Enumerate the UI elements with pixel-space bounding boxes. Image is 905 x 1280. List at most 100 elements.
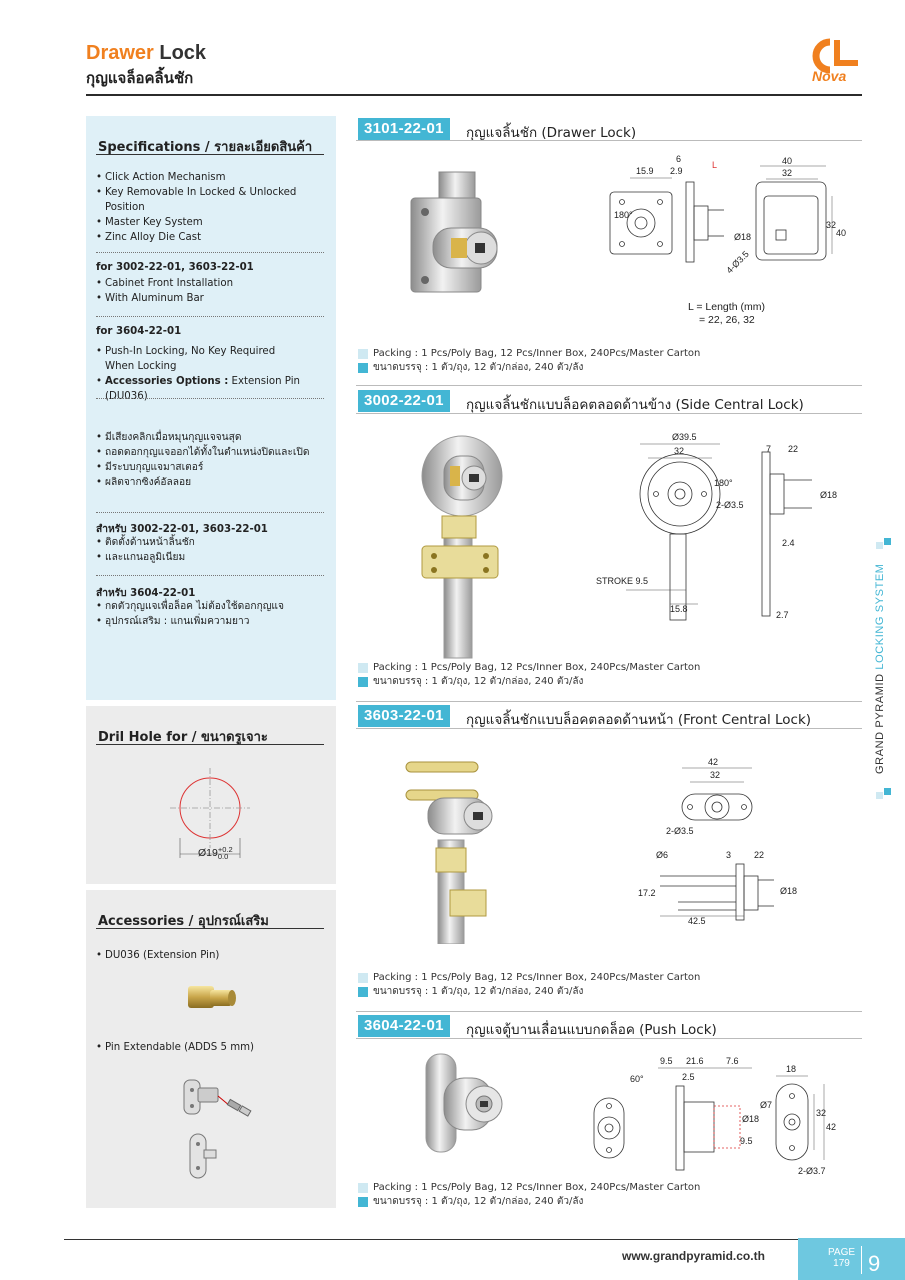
dim-3604-18: 18: [786, 1064, 796, 1074]
side-label-part1: GRAND PYRAMID: [874, 673, 886, 774]
page-separator: [861, 1246, 862, 1274]
spec-for2-item1b: When Locking: [105, 361, 177, 372]
dim-3101-4d3.5: 4-Ø3.5: [724, 249, 751, 276]
list-item: อุปกรณ์เสริม : แกนเพิ่มความยาว: [96, 614, 328, 629]
spec-for2-item1a: Push-In Locking, No Key Required: [105, 346, 276, 357]
packing-en: Packing : 1 Pcs/Poly Bag, 12 Pcs/Inner B…: [373, 348, 701, 359]
page-label-text: PAGE: [828, 1247, 856, 1258]
packing-bullet-light: [358, 663, 368, 673]
dim-3101-40-side: 40: [836, 228, 846, 238]
dim-3603-42.5: 42.5: [688, 916, 706, 926]
header-rule: [86, 94, 862, 96]
dotted-divider: [96, 252, 324, 253]
spec-for2-item2-value: Extension Pin (DU036): [105, 376, 301, 402]
specifications-title-rule: [96, 154, 324, 155]
dim-3604-9.5-top: 9.5: [660, 1056, 673, 1066]
dim-3101-2.9: 2.9: [670, 166, 683, 176]
page-label: PAGE 179: [828, 1247, 855, 1269]
dim-3604-21.6: 21.6: [686, 1056, 704, 1066]
side-squares-top-icon: [876, 538, 891, 549]
list-item: และแกนอลูมิเนียม: [96, 550, 328, 565]
drill-tol-zero: 0.0: [217, 852, 229, 861]
dim-3604-32: 32: [816, 1108, 826, 1118]
dim-3603-32: 32: [710, 770, 720, 780]
packing-en: Packing : 1 Pcs/Poly Bag, 12 Pcs/Inner B…: [373, 1182, 701, 1193]
drill-hole-icon: [170, 768, 250, 858]
page-ref: 179: [833, 1258, 850, 1269]
side-squares-bottom-icon: [876, 788, 891, 799]
list-item: มีระบบกุญแจมาสเตอร์: [96, 460, 328, 475]
section-rule: [356, 140, 862, 141]
list-item: ผลิตจากซิงค์อัลลอย: [96, 475, 328, 490]
length-note: L = Length (mm) = 22, 26, 32: [688, 301, 765, 327]
packing-th: ขนาดบรรจุ : 1 ตัว/ถุง, 12 ตัว/กล่อง, 240…: [373, 986, 584, 997]
specifications-panel: Specifications / รายละเอียดสินค้า Click …: [86, 116, 336, 700]
packing-3002: Packing : 1 Pcs/Poly Bag, 12 Pcs/Inner B…: [358, 661, 700, 689]
list-item: Cabinet Front Installation: [96, 276, 328, 291]
page-number: 9: [868, 1251, 881, 1276]
section-rule: [356, 1038, 862, 1039]
side-label-part2: LOCKING SYSTEM: [874, 563, 886, 674]
product-code-3002: 3002-22-01: [358, 390, 450, 412]
nova-logo-icon: [812, 38, 858, 74]
list-item: มีเสียงคลิกเมื่อหมุนกุญแจจนสุด: [96, 430, 328, 445]
dim-3603-17.2: 17.2: [638, 888, 656, 898]
packing-th: ขนาดบรรจุ : 1 ตัว/ถุง, 12 ตัว/กล่อง, 240…: [373, 1196, 584, 1207]
dim-3002-2.7: 2.7: [776, 610, 789, 620]
dim-3002-32: 32: [674, 446, 684, 456]
dim-3101-L: L: [712, 160, 717, 170]
section-rule: [356, 701, 862, 702]
list-item: Key Removable In Locked & Unlocked Posit…: [96, 185, 328, 215]
dim-3604-2.5: 2.5: [682, 1072, 695, 1082]
packing-bullet-dark: [358, 677, 368, 687]
section-rule: [356, 385, 862, 386]
dim-3604-d18: Ø18: [742, 1114, 759, 1124]
dim-3603-d18: Ø18: [780, 886, 797, 896]
packing-bullet-dark: [358, 987, 368, 997]
length-note-1: L = Length (mm): [688, 301, 765, 313]
dim-3101-180: 180°: [614, 210, 633, 220]
length-note-2: = 22, 26, 32: [699, 314, 755, 326]
dim-3002-180: 180°: [714, 478, 733, 488]
dim-3101-40-top: 40: [782, 156, 792, 166]
drawer-lock-drawing: 15.9 6 2.9 L 180° Ø18 4-Ø3.5 40 32 32 40: [609, 154, 846, 276]
dim-3604-42: 42: [826, 1122, 836, 1132]
dim-3002-2.4: 2.4: [782, 538, 795, 548]
spec-thai-for1-list: ติดตั้งด้านหน้าลิ้นชัก และแกนอลูมิเนียม: [96, 535, 328, 565]
dim-3002-7: 7: [766, 444, 771, 454]
footer-rule: [64, 1239, 798, 1240]
dim-3603-22: 22: [754, 850, 764, 860]
product-name-3002: กุญแจลิ้นชักแบบล็อคตลอดด้านข้าง (Side Ce…: [466, 397, 804, 413]
dim-3603-3: 3: [726, 850, 731, 860]
list-item: ถอดดอกกุญแจออกได้ทั้งในตำแหน่งปิดและเปิด: [96, 445, 328, 460]
product-name-3604: กุญแจตู้บานเลื่อนแบบกดล็อค (Push Lock): [466, 1022, 717, 1038]
page-title: Drawer Lock: [86, 42, 206, 65]
accessory-list-2: Pin Extendable (ADDS 5 mm): [96, 1040, 328, 1055]
dim-3002-22: 22: [788, 444, 798, 454]
list-item: ติดตั้งด้านหน้าลิ้นชัก: [96, 535, 328, 550]
product-name-3101: กุญแจลิ้นชัก (Drawer Lock): [466, 125, 637, 141]
accessories-title: Accessories / อุปกรณ์เสริม: [98, 914, 269, 929]
drill-dim-value: Ø19: [198, 846, 218, 859]
packing-bullet-dark: [358, 363, 368, 373]
dotted-divider: [96, 512, 324, 513]
dotted-divider: [96, 575, 324, 576]
dim-3603-d6: Ø6: [656, 850, 668, 860]
dim-3604-2d3.7: 2-Ø3.7: [798, 1166, 826, 1176]
spec-for2-title: for 3604-22-01: [96, 326, 182, 337]
dim-3002-d18: Ø18: [820, 490, 837, 500]
section-rule: [356, 728, 862, 729]
list-item: Accessories Options : Extension Pin (DU0…: [96, 374, 328, 404]
extension-pin-image: [188, 986, 236, 1008]
dim-3604-9.5-bottom: 9.5: [740, 1136, 753, 1146]
spec-thai-for2-list: กดตัวกุญแจเพื่อล็อค ไม่ต้องใช้ดอกกุญแจ อ…: [96, 599, 328, 629]
footer-url[interactable]: www.grandpyramid.co.th: [622, 1249, 765, 1263]
packing-th: ขนาดบรรจุ : 1 ตัว/ถุง, 12 ตัว/กล่อง, 240…: [373, 362, 584, 373]
dotted-divider: [96, 316, 324, 317]
packing-en: Packing : 1 Pcs/Poly Bag, 12 Pcs/Inner B…: [373, 972, 701, 983]
accessory-item-pin-extendable: Pin Extendable (ADDS 5 mm): [96, 1040, 328, 1055]
section-rule: [356, 413, 862, 414]
push-lock-photo: [425, 1053, 503, 1153]
